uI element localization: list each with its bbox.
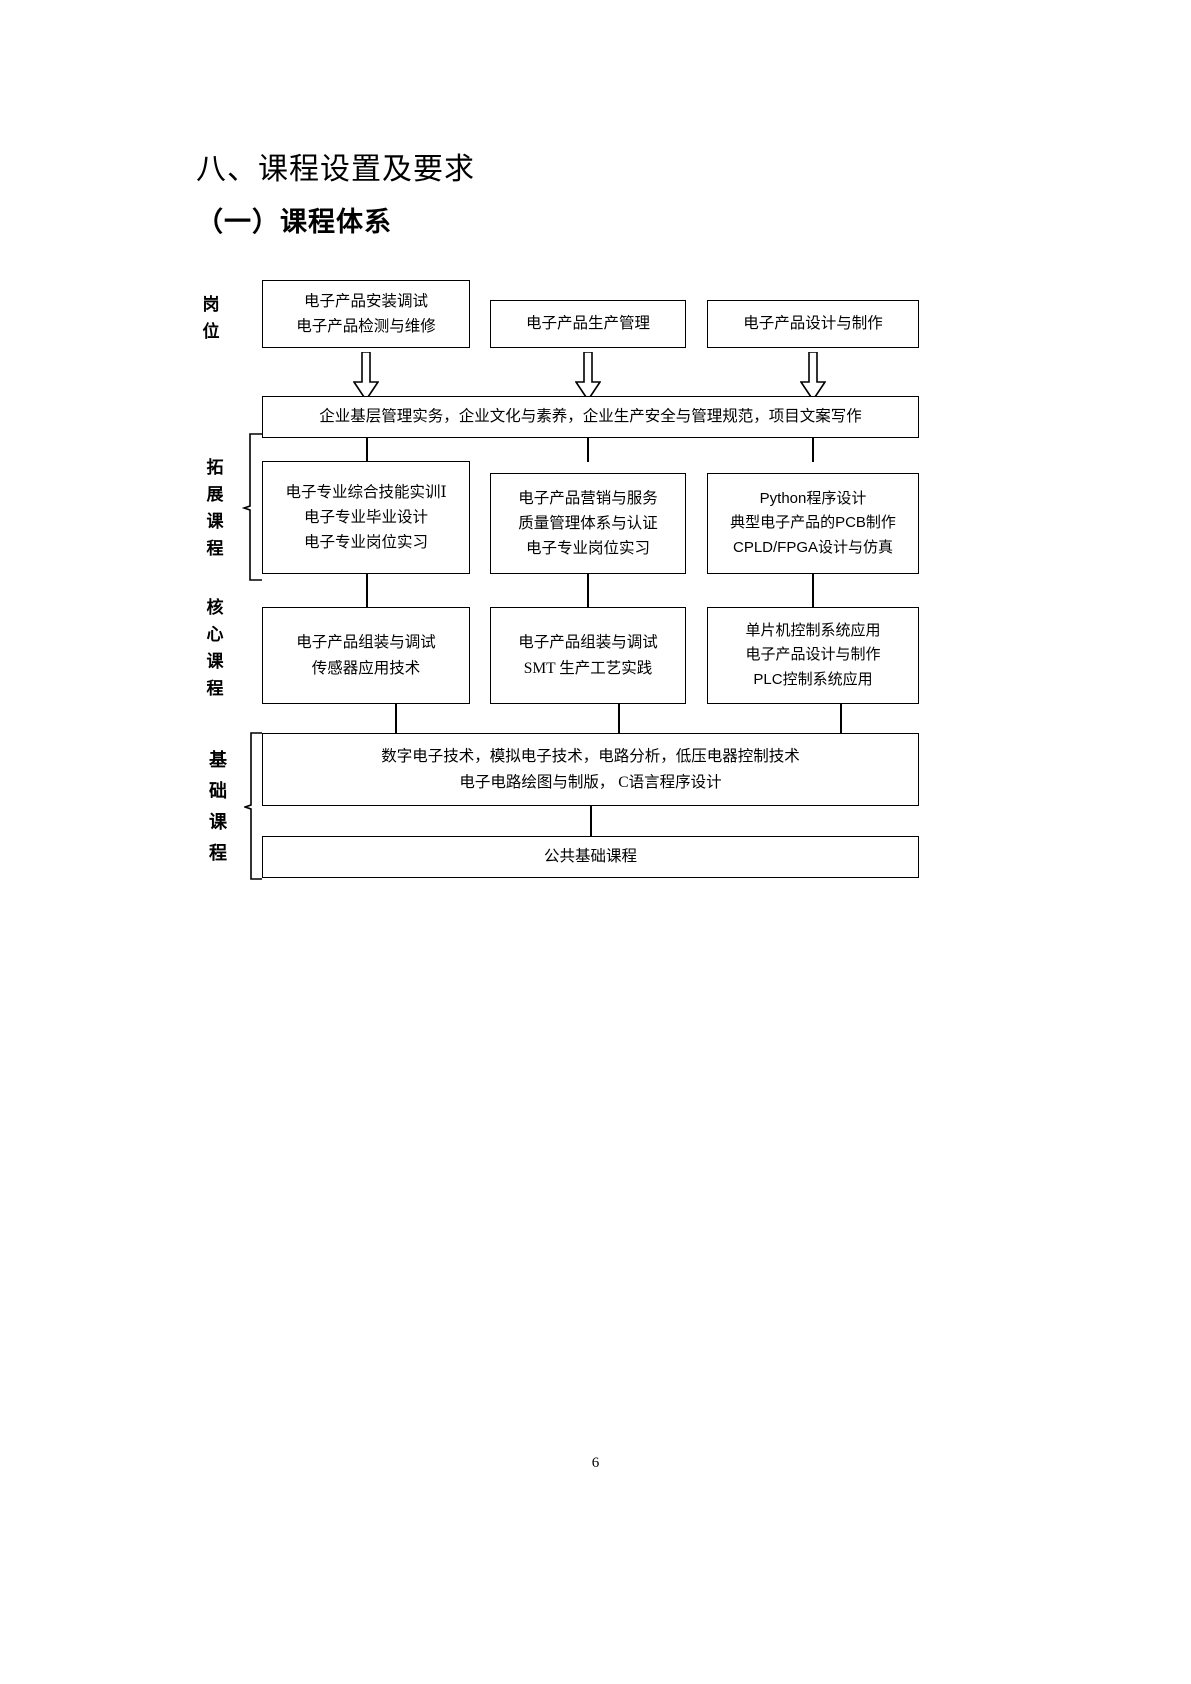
row-label-core-char-3: 程	[206, 678, 224, 698]
connector-ext-to-core-3	[812, 574, 814, 608]
connector-core-to-found-3	[840, 704, 842, 734]
row-label-position: 岗 位	[198, 292, 224, 346]
row-label-foundation-char-1: 础	[209, 780, 227, 801]
extension-box-3-line-2: CPLD/FPGA设计与仿真	[732, 538, 894, 556]
row-label-position-char-0: 岗	[202, 295, 220, 314]
row-label-foundation-char-0: 基	[209, 750, 227, 770]
core-box-1-line-1: 传感器应用技术	[311, 659, 421, 677]
core-box-3-line-0: 单片机控制系统应用	[745, 622, 881, 640]
extension-box-3-line-0: Python程序设计	[759, 490, 867, 508]
banner-box[interactable]: 企业基层管理实务，企业文化与素养，企业生产安全与管理规范，项目文案写作	[262, 396, 919, 438]
core-box-2-line-0: 电子产品组装与调试	[518, 634, 658, 652]
foundation-box[interactable]: 数字电子技术，模拟电子技术，电路分析，低压电器控制技术 电子电路绘图与制版， C…	[262, 733, 919, 806]
row-label-core-char-2: 课	[206, 651, 224, 671]
row-label-extension-char-0: 拓	[206, 458, 224, 477]
core-box-3[interactable]: 单片机控制系统应用 电子产品设计与制作 PLC控制系统应用	[707, 607, 919, 704]
core-box-3-line-1: 电子产品设计与制作	[745, 646, 881, 664]
bracket-extension	[242, 432, 264, 582]
core-box-3-line-2: PLC控制系统应用	[753, 670, 873, 688]
row-label-foundation: 基 础 课 程	[205, 745, 231, 869]
down-block-arrow-icon-1	[353, 352, 379, 402]
row-label-foundation-char-2: 课	[209, 811, 227, 832]
row-label-extension: 拓 展 课 程	[202, 455, 228, 562]
extension-box-2-line-1: 质量管理体系与认证	[518, 514, 658, 532]
extension-box-1-line-2: 电子专业岗位实习	[303, 534, 428, 552]
page-number: 6	[591, 1455, 600, 1471]
extension-box-2-line-0: 电子产品营销与服务	[518, 489, 658, 507]
foundation-box-line-0: 数字电子技术，模拟电子技术，电路分析，低压电器控制技术	[381, 748, 800, 766]
connector-ext-to-core-1	[366, 574, 368, 608]
public-course-box[interactable]: 公共基础课程	[262, 836, 919, 878]
row-label-core-char-0: 核	[206, 598, 224, 617]
connector-core-to-found-2	[618, 704, 620, 734]
extension-box-1-line-0: 电子专业综合技能实训Ⅰ	[285, 483, 447, 501]
position-box-3-line-0: 电子产品设计与制作	[743, 315, 883, 333]
subsection-heading: （一）课程体系	[196, 207, 392, 237]
row-label-extension-char-1: 展	[206, 484, 224, 504]
down-block-arrow-icon-3	[800, 352, 826, 402]
public-course-box-line-0: 公共基础课程	[543, 848, 637, 866]
extension-box-1[interactable]: 电子专业综合技能实训Ⅰ 电子专业毕业设计 电子专业岗位实习	[262, 461, 470, 574]
position-box-3[interactable]: 电子产品设计与制作	[707, 300, 919, 348]
core-box-2-line-1: SMT 生产工艺实践	[523, 659, 653, 677]
row-label-extension-char-2: 课	[206, 511, 224, 531]
core-box-1[interactable]: 电子产品组装与调试 传感器应用技术	[262, 607, 470, 704]
connector-ext-to-core-2	[587, 574, 589, 608]
down-block-arrow-icon-2	[575, 352, 601, 402]
bracket-foundation	[244, 731, 264, 881]
position-box-1-line-0: 电子产品安装调试	[303, 292, 428, 310]
position-box-1[interactable]: 电子产品安装调试 电子产品检测与维修	[262, 280, 470, 348]
extension-box-2[interactable]: 电子产品营销与服务 质量管理体系与认证 电子专业岗位实习	[490, 473, 686, 574]
foundation-box-line-1: 电子电路绘图与制版， C语言程序设计	[459, 773, 722, 791]
position-box-2-line-0: 电子产品生产管理	[525, 315, 650, 333]
connector-banner-to-ext-1	[366, 438, 368, 462]
row-label-position-char-1: 位	[202, 321, 220, 341]
row-label-core: 核 心 课 程	[202, 595, 228, 702]
row-label-foundation-char-3: 程	[209, 842, 227, 863]
section-heading: 八、课程设置及要求	[196, 153, 475, 186]
core-box-1-line-0: 电子产品组装与调试	[296, 634, 436, 652]
extension-box-3-line-1: 典型电子产品的PCB制作	[730, 514, 896, 532]
connector-core-to-found-1	[395, 704, 397, 734]
row-label-extension-char-3: 程	[206, 538, 224, 558]
row-label-core-char-1: 心	[206, 624, 224, 644]
extension-box-1-line-1: 电子专业毕业设计	[303, 508, 428, 526]
banner-line-0: 企业基层管理实务，企业文化与素养，企业生产安全与管理规范，项目文案写作	[319, 408, 862, 426]
core-box-2[interactable]: 电子产品组装与调试 SMT 生产工艺实践	[490, 607, 686, 704]
position-box-2[interactable]: 电子产品生产管理	[490, 300, 686, 348]
connector-banner-to-ext-2	[587, 438, 589, 462]
position-box-1-line-1: 电子产品检测与维修	[296, 318, 436, 335]
connector-banner-to-ext-3	[812, 438, 814, 462]
extension-box-2-line-2: 电子专业岗位实习	[525, 540, 650, 558]
extension-box-3[interactable]: Python程序设计 典型电子产品的PCB制作 CPLD/FPGA设计与仿真	[707, 473, 919, 574]
connector-found-to-public	[590, 806, 592, 837]
